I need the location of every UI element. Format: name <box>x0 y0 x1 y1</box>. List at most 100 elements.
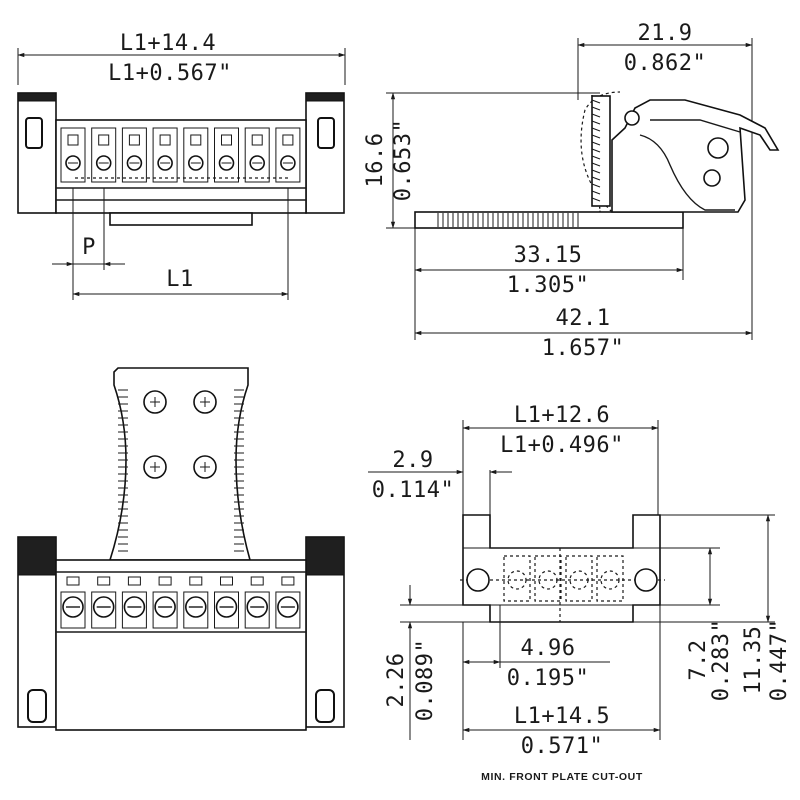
low-height-mm: 2.26 <box>384 653 409 708</box>
screw-head <box>707 137 729 159</box>
base-plate <box>414 211 684 229</box>
terminal-latch <box>158 576 172 586</box>
left-latch <box>17 92 57 214</box>
terminal-slot <box>91 591 117 629</box>
body-foot <box>109 212 253 226</box>
length-label: L1 <box>166 267 194 292</box>
right-latch-grip <box>305 92 345 102</box>
right-latch-grip-top <box>305 536 345 576</box>
right-latch-window <box>317 117 335 149</box>
cutout-terminal <box>565 555 593 602</box>
screw-terminal-icon <box>600 570 620 590</box>
cutout-width-mm: L1+12.6 <box>514 403 610 428</box>
mid-height-mm: 7.2 <box>686 639 711 680</box>
screw-terminal-icon <box>538 570 558 590</box>
terminal-slot <box>60 127 86 183</box>
hole-spacing-mm: 4.96 <box>521 636 576 661</box>
base-length-in: 1.305" <box>507 273 589 298</box>
terminal-slot <box>183 591 209 629</box>
grip-tooth <box>591 190 601 195</box>
front-view: L1+14.4 L1+0.567" P L1 <box>17 31 346 300</box>
terminal-slot <box>152 127 178 183</box>
grip-tooth <box>591 162 601 167</box>
lever-width-mm: 21.9 <box>638 21 693 46</box>
grip-tooth <box>591 127 601 132</box>
left-latch-grip <box>17 92 57 102</box>
mounting-hole-icon <box>634 568 658 592</box>
terminal-latch <box>190 134 202 146</box>
terminal-slot <box>121 591 147 629</box>
grip-tooth <box>591 148 601 153</box>
terminal-slot <box>214 127 239 183</box>
screw-head <box>703 169 721 187</box>
terminal-slot <box>152 591 178 629</box>
overall-dim-mm: L1+14.4 <box>120 31 216 56</box>
offset-in: 0.114" <box>372 478 454 503</box>
cutout-terminal <box>534 555 562 602</box>
grip-tooth <box>591 183 601 188</box>
terminal-latch <box>67 134 79 146</box>
base-serrations <box>437 213 579 227</box>
terminal-latch <box>66 576 80 586</box>
grip-tooth <box>591 155 601 160</box>
total-length-in: 1.657" <box>542 336 624 361</box>
plate-grip-teeth <box>118 389 244 552</box>
terminal-latch <box>159 134 171 146</box>
height-mm: 16.6 <box>363 133 388 188</box>
cutout-terminal <box>596 555 624 602</box>
cutout-terminal <box>503 555 531 602</box>
pivot-hole <box>624 110 640 126</box>
pitch-label: P <box>82 235 96 260</box>
grip-tooth <box>591 106 601 111</box>
terminal-latch <box>251 134 263 146</box>
terminal-latch <box>281 576 295 586</box>
terminal-slot <box>275 127 301 183</box>
terminal-latch <box>189 576 203 586</box>
terminal-latch <box>250 576 264 586</box>
offset-mm: 2.9 <box>392 448 433 473</box>
grip-tooth <box>591 169 601 174</box>
terminal-slot <box>91 127 117 183</box>
terminal-slot <box>214 591 239 629</box>
terminal-slot <box>183 127 209 183</box>
grip-tooth <box>591 141 601 146</box>
lever-width-in: 0.862" <box>624 51 706 76</box>
terminal-latch <box>221 134 232 146</box>
left-latch-grip-top <box>17 536 57 576</box>
grip-tooth <box>591 120 601 125</box>
terminal-latch <box>97 576 111 586</box>
connector-body <box>55 119 307 214</box>
total-height-mm: 11.35 <box>741 626 766 695</box>
screw-terminal-icon <box>507 570 527 590</box>
terminal-latch <box>127 576 141 586</box>
terminal-row <box>60 127 301 183</box>
terminal-slot <box>275 591 301 629</box>
terminal-latch <box>128 134 140 146</box>
terminal-slot <box>60 591 86 629</box>
terminal-slot <box>244 127 270 183</box>
screw-terminal-row <box>60 576 301 629</box>
total-length-mm: 42.1 <box>556 306 611 331</box>
right-latch <box>305 92 345 214</box>
grip-tooth <box>591 99 601 104</box>
lever-plate <box>108 367 252 561</box>
handle-grip-teeth <box>591 99 601 202</box>
overall-width-mm: L1+14.5 <box>514 704 610 729</box>
terminal-slot <box>121 127 147 183</box>
terminal-latch <box>98 134 110 146</box>
terminal-slot <box>244 591 270 629</box>
total-height-in: 0.447" <box>767 619 792 701</box>
height-in: 0.653" <box>391 119 416 201</box>
grip-tooth <box>591 113 601 118</box>
mid-height-in: 0.283" <box>709 619 734 701</box>
plate-holes <box>143 390 217 479</box>
cutout-caption: MIN. FRONT PLATE CUT-OUT <box>481 771 643 783</box>
cutout-terminals <box>503 555 624 602</box>
side-view: 21.9 0.862" 16.6 0.653" 33.15 1.305" 42.… <box>363 21 780 361</box>
lever-handle <box>591 95 611 207</box>
low-height-in: 0.089" <box>413 639 438 721</box>
overall-width-in: 0.571" <box>521 734 603 759</box>
mounting-hole-icon <box>466 568 490 592</box>
top-view <box>17 367 345 731</box>
